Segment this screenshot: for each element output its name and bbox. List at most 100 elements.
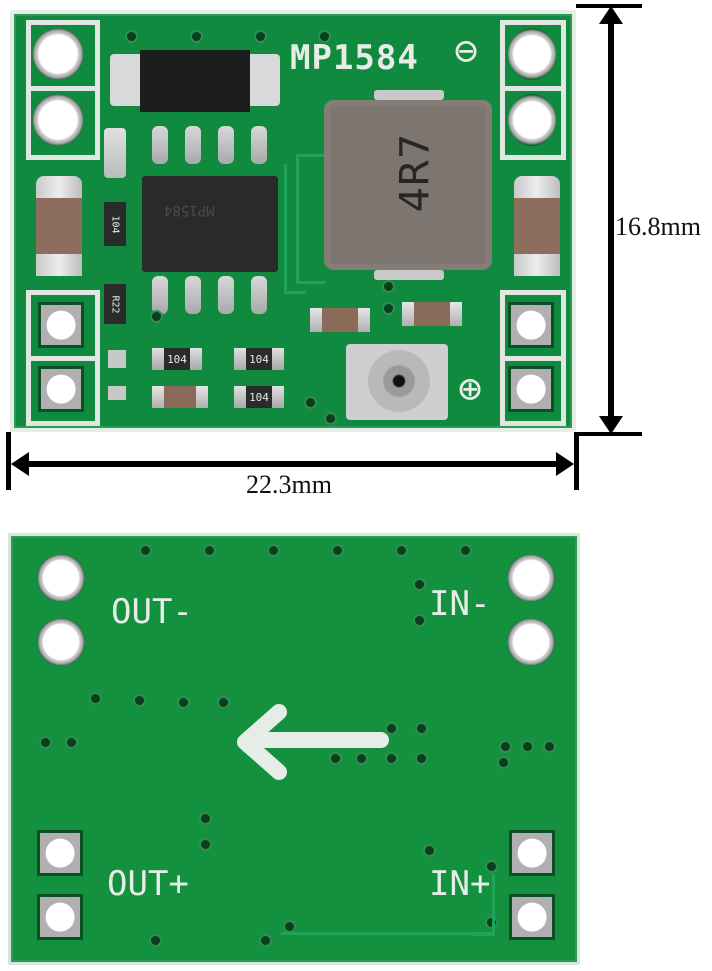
through-hole-pad	[37, 618, 85, 666]
label-out-plus: OUT+	[107, 864, 189, 904]
width-dimension-line	[20, 461, 564, 467]
silk-divider	[26, 356, 100, 361]
square-pad	[509, 894, 555, 940]
resistor-r22: R22	[104, 284, 126, 324]
via	[357, 754, 366, 763]
through-hole-pad	[32, 94, 84, 146]
via	[545, 742, 554, 751]
mp1584-ic: MP1584	[142, 176, 278, 272]
silk-divider	[26, 86, 100, 91]
capacitor-smd	[402, 302, 462, 326]
silk-divider	[500, 356, 566, 361]
through-hole-pad	[507, 618, 555, 666]
square-pad	[508, 302, 554, 348]
dimension-tick-bottom	[576, 432, 642, 436]
via	[127, 32, 136, 41]
trimmer-potentiometer[interactable]	[346, 344, 448, 420]
via	[387, 724, 396, 733]
square-pad	[38, 366, 84, 412]
ic-pin	[152, 126, 168, 164]
via	[501, 742, 510, 751]
smd-component	[104, 128, 126, 178]
via	[141, 546, 150, 555]
via	[415, 580, 424, 589]
via	[205, 546, 214, 555]
square-pad	[508, 366, 554, 412]
arrow-down-icon	[599, 416, 623, 434]
power-inductor: 4R7	[324, 100, 492, 270]
via	[384, 282, 393, 291]
pcb-trace	[296, 154, 326, 284]
ic-pin	[185, 276, 201, 314]
via	[499, 758, 508, 767]
via	[326, 414, 335, 423]
minus-symbol-icon: ⊖	[454, 28, 479, 74]
via	[415, 616, 424, 625]
through-hole-pad	[37, 554, 85, 602]
resistor-104: 104	[152, 348, 202, 370]
through-hole-pad	[508, 94, 556, 146]
arrow-right-icon	[556, 452, 574, 476]
resistor-104: 104	[234, 386, 284, 408]
resistor-104: 104	[234, 348, 284, 370]
resistor-104: 104	[104, 202, 126, 246]
via	[387, 754, 396, 763]
via	[487, 918, 496, 927]
arrow-up-icon	[599, 6, 623, 24]
square-pad	[38, 302, 84, 348]
via	[192, 32, 201, 41]
via	[397, 546, 406, 555]
label-in-plus: IN+	[429, 864, 491, 904]
schottky-diode	[140, 50, 250, 112]
ic-pin	[152, 276, 168, 314]
via	[523, 742, 532, 751]
pcb-bottom-view: OUT- IN- OUT+ IN+	[8, 533, 580, 965]
via	[91, 694, 100, 703]
ic-marking: MP1584	[164, 202, 215, 218]
capacitor-left	[36, 176, 82, 276]
via	[179, 698, 188, 707]
via	[461, 546, 470, 555]
via	[384, 304, 393, 313]
capacitor-smd	[152, 386, 208, 408]
via	[151, 936, 160, 945]
inductor-terminal	[374, 270, 444, 280]
pcb-trace	[471, 874, 495, 936]
dimension-tick-left	[6, 432, 11, 490]
via	[306, 398, 315, 407]
via	[135, 696, 144, 705]
label-in-minus: IN-	[429, 584, 491, 624]
through-hole-pad	[508, 28, 556, 80]
inductor-terminal	[374, 90, 444, 100]
square-pad	[37, 894, 83, 940]
via	[417, 754, 426, 763]
via	[256, 32, 265, 41]
capacitor-right	[514, 176, 560, 276]
via	[67, 738, 76, 747]
via	[331, 754, 340, 763]
pcb-trace	[284, 164, 306, 294]
trimmer-knob[interactable]	[368, 350, 430, 412]
ic-pin	[251, 126, 267, 164]
inductor-marking: 4R7	[392, 133, 439, 213]
via	[261, 936, 270, 945]
via	[269, 546, 278, 555]
square-pad	[509, 830, 555, 876]
silk-divider	[500, 86, 566, 91]
through-hole-pad	[507, 554, 555, 602]
height-dimension-line	[608, 14, 614, 426]
pcb-top-view: MP1584 ⊖ ⊕ MP1584 104 R22 104 104 104 4R…	[10, 10, 576, 432]
via	[201, 814, 210, 823]
via	[152, 312, 161, 321]
label-out-minus: OUT-	[111, 592, 193, 632]
chip-label: MP1584	[290, 38, 419, 78]
square-pad	[37, 830, 83, 876]
via	[201, 840, 210, 849]
via	[487, 862, 496, 871]
via	[417, 724, 426, 733]
dimension-tick-right	[574, 432, 579, 490]
via	[285, 922, 294, 931]
via	[425, 846, 434, 855]
capacitor-smd	[310, 308, 370, 332]
width-label: 22.3mm	[246, 470, 332, 499]
